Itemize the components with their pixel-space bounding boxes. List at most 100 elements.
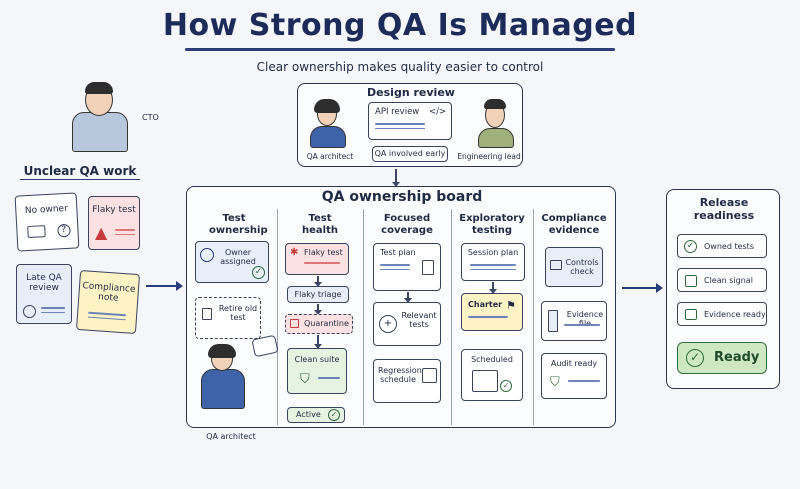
flaky-test-card: ✱ Flaky test xyxy=(285,243,349,275)
page-title: How Strong QA Is Managed xyxy=(162,8,638,43)
note-flaky-test: Flaky test ▲ xyxy=(88,196,140,250)
flaky-triage-label: Flaky triage xyxy=(294,290,342,299)
document-icon xyxy=(422,260,434,275)
charter-label: Charter xyxy=(468,300,503,309)
note-lines xyxy=(87,311,127,325)
code-icon: </> xyxy=(429,107,447,117)
design-review-panel: Design review API review </> QA involved… xyxy=(297,83,523,167)
note-lines xyxy=(115,229,135,239)
clean-signal-item: Clean signal xyxy=(677,268,767,292)
evidence-lines xyxy=(564,324,600,334)
check-icon: ✓ xyxy=(684,240,697,253)
col-head-focused-coverage: Focused coverage xyxy=(381,213,433,236)
note-no-owner-label: No owner xyxy=(24,203,69,217)
ready-label: Ready xyxy=(714,350,760,365)
clean-signal-label: Clean signal xyxy=(704,276,753,285)
relevant-tests-label: Relevant tests xyxy=(401,311,437,330)
cto-body xyxy=(72,112,128,152)
audit-ready-label: Audit ready xyxy=(550,359,598,368)
owner-assigned-label: Owner assigned xyxy=(220,248,256,267)
bars-icon xyxy=(685,275,697,287)
target-icon: + xyxy=(379,315,397,333)
unclear-qa-title: Unclear QA work xyxy=(20,164,140,180)
check-icon: ✓ xyxy=(252,266,265,279)
test-plan-lines xyxy=(380,264,410,274)
note-no-owner: No owner ? xyxy=(14,192,80,252)
test-plan-card: Test plan xyxy=(373,243,441,291)
cto-label: CTO xyxy=(142,113,159,122)
arrow-to-board-top xyxy=(392,169,400,187)
qa-involved-label: QA involved early xyxy=(374,149,446,158)
shield-icon: ⛉ xyxy=(300,372,310,387)
release-readiness-panel: Release readiness ✓ Owned tests Clean si… xyxy=(666,189,780,389)
arrow-to-board xyxy=(146,281,183,291)
qa-ownership-board: QA ownership board Test ownership Owner … xyxy=(186,186,616,428)
active-badge: Active ✓ xyxy=(287,407,345,423)
evidence-file-label: Evidence file xyxy=(566,310,604,328)
column-divider xyxy=(277,209,279,425)
qa-architect-hair xyxy=(314,99,340,113)
relevant-tests-card: + Relevant tests xyxy=(373,302,441,346)
eng-lead-body xyxy=(478,128,514,148)
warning-icon: ▲ xyxy=(95,223,108,242)
owner-assigned-card: Owner assigned ✓ xyxy=(195,241,269,283)
person-icon xyxy=(200,248,214,262)
column-divider xyxy=(533,209,535,425)
test-plan-label: Test plan xyxy=(380,248,416,257)
qa-involved-badge: QA involved early xyxy=(372,146,448,162)
scheduled-card: Scheduled ✓ xyxy=(461,349,523,401)
calendar-icon xyxy=(472,370,498,392)
controls-check-card: Controls check xyxy=(545,247,603,287)
flaky-test-label: Flaky test xyxy=(304,248,343,257)
arrow-down xyxy=(489,282,497,294)
session-lines xyxy=(470,264,516,274)
note-compliance-label: Compliance note xyxy=(82,281,136,305)
column-divider xyxy=(451,209,453,425)
col-head-exploratory: Exploratory testing xyxy=(459,213,525,236)
arrow-down xyxy=(314,304,322,315)
release-title: Release readiness xyxy=(693,196,755,223)
retire-test-label: Retire old test xyxy=(218,304,258,323)
question-icon: ? xyxy=(57,223,71,238)
owned-tests-item: ✓ Owned tests xyxy=(677,234,767,258)
session-plan-label: Session plan xyxy=(467,248,519,257)
arrow-down xyxy=(314,335,322,349)
clean-suite-card: Clean suite ⛉ xyxy=(287,348,347,394)
clean-suite-label: Clean suite xyxy=(294,355,340,364)
page-subtitle: Clear ownership makes quality easier to … xyxy=(256,60,544,74)
regression-schedule-label: Regression schedule xyxy=(378,366,422,385)
trash-icon xyxy=(202,308,212,320)
board-qa-architect-label: QA architect xyxy=(206,432,256,441)
note-compliance: Compliance note xyxy=(75,269,141,335)
note-flaky-test-label: Flaky test xyxy=(92,205,136,215)
evidence-ready-label: Evidence ready xyxy=(704,310,766,319)
held-card xyxy=(251,334,279,358)
api-lines xyxy=(375,123,425,133)
folder-icon xyxy=(550,260,562,270)
lock-icon xyxy=(290,319,299,328)
note-late-qa-label: Late QA review xyxy=(26,273,62,294)
controls-check-label: Controls check xyxy=(565,258,599,277)
flaky-lines xyxy=(304,262,340,272)
quarantine-card: Quarantine xyxy=(285,314,353,334)
note-lines xyxy=(41,307,65,317)
session-plan-card: Session plan xyxy=(461,243,525,281)
check-icon: ✓ xyxy=(686,349,704,367)
eng-lead-hair xyxy=(484,99,506,109)
qa-architect-body xyxy=(310,126,346,148)
arrow-to-release xyxy=(622,283,663,293)
bug-icon: ✱ xyxy=(290,247,299,258)
flag-icon: ⚑ xyxy=(506,299,516,312)
document-icon xyxy=(548,310,558,332)
cto-figure xyxy=(68,80,138,155)
qa-architect-label: QA architect xyxy=(306,152,354,161)
audit-ready-card: Audit ready ⛉ xyxy=(541,353,607,399)
arrow-down xyxy=(314,276,322,287)
clean-lines xyxy=(318,377,340,387)
api-review-label: API review xyxy=(375,107,420,117)
check-icon: ✓ xyxy=(500,380,512,392)
retire-test-card: Retire old test xyxy=(195,297,261,339)
eng-lead-label: Engineering lead xyxy=(457,152,521,161)
evidence-ready-item: Evidence ready xyxy=(677,302,767,326)
cto-hair xyxy=(85,82,113,94)
